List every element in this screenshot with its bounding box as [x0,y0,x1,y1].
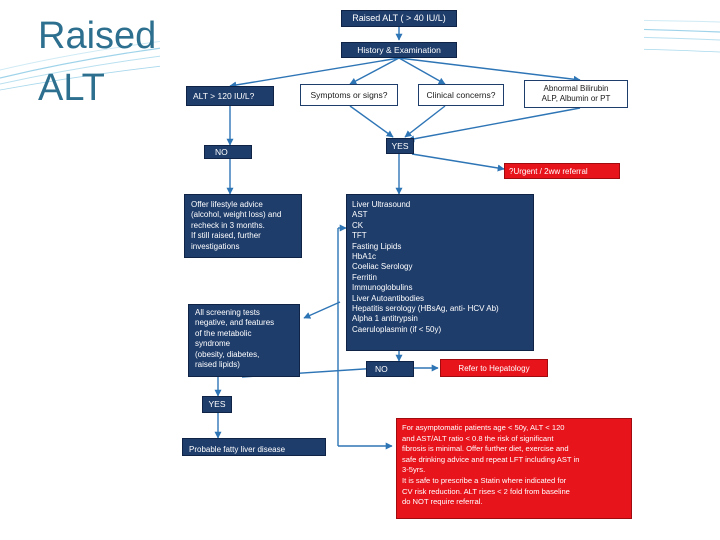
screening-line-11: Hepatitis serology (HBsAg, anti- HCV Ab) [352,304,499,314]
advice-line-4: safe drinking advice and repeat LFT incl… [402,454,580,464]
lifestyle-line-5: investigations [191,241,240,251]
screening-line-7: Coeliac Serology [352,262,413,272]
advice-line-7: CV risk reduction. ALT rises < 2 fold fr… [402,486,570,496]
advice-line-3: fibrosis is minimal. Offer further diet,… [402,444,569,454]
no-box-1: NO [204,145,252,159]
screening-line-3: CK [352,220,364,230]
symptoms-box: Symptoms or signs? [300,84,398,106]
asymptomatic-advice-box: For asymptomatic patients age < 50y, ALT… [396,418,632,519]
clinical-text: Clinical concerns? [426,90,496,100]
slide-title-line-2: ALT [38,67,105,109]
yes-box-1: YES [386,138,414,154]
screening-line-1: Liver Ultrasound [352,200,411,209]
alt-threshold-text: ALT > 120 IU/L? [193,91,255,101]
lifestyle-line-3: recheck in 3 months. [191,220,265,230]
advice-line-1: For asymptomatic patients age < 50y, ALT… [402,423,565,432]
lifestyle-line-2: (alcohol, weight loss) and [191,210,282,220]
yes-text-2: YES [208,399,226,409]
metabolic-syndrome-box: All screening tests negative, and featur… [188,304,300,377]
abnormal-lft-box: Abnormal Bilirubin ALP, Albumin or PT [524,80,628,108]
hepatology-referral-text: Refer to Hepatology [458,364,530,373]
advice-line-2: and AST/ALT ratio < 0.8 the risk of sign… [402,433,554,443]
start-text: Raised ALT ( > 40 IU/L) [352,13,446,23]
advice-line-8: do NOT require referral. [402,497,483,507]
clinical-box: Clinical concerns? [418,84,504,106]
fatty-liver-box: Probable fatty liver disease [182,438,326,456]
yes-box-2: YES [202,396,232,413]
screening-line-13: Caeruloplasmin (if < 50y) [352,324,442,334]
flowchart-connectors [214,27,581,450]
urgent-referral-text: ?Urgent / 2ww referral [509,167,588,176]
screening-line-4: TFT [352,231,367,241]
start-box: Raised ALT ( > 40 IU/L) [341,10,457,27]
no-box-2: NO [366,361,414,377]
advice-line-6: It is safe to prescribe a Statin where i… [402,475,567,485]
history-text: History & Examination [357,45,441,55]
screening-line-9: Immunoglobulins [352,283,413,293]
metabolic-line-3: of the metabolic [195,328,252,338]
screening-line-2: AST [352,210,368,220]
metabolic-line-4: syndrome [195,339,231,349]
metabolic-line-1: All screening tests [195,308,260,317]
metabolic-line-6: raised lipids) [195,360,240,370]
screening-line-6: HbA1c [352,252,377,262]
urgent-referral-box: ?Urgent / 2ww referral [504,163,620,179]
alt-threshold-box: ALT > 120 IU/L? [186,86,274,106]
lifestyle-line-1: Offer lifestyle advice [191,200,263,209]
metabolic-line-5: (obesity, diabetes, [195,349,260,359]
abnormal-lft-line-1: Abnormal Bilirubin [543,84,609,93]
hepatology-referral-box: Refer to Hepatology [440,359,548,377]
symptoms-text: Symptoms or signs? [310,90,388,100]
screening-line-5: Fasting Lipids [352,241,402,251]
screening-line-8: Ferritin [352,272,377,282]
slide-title-line-1: Raised [38,15,157,57]
screening-line-10: Liver Autoantibodies [352,293,425,303]
no-text-1: NO [215,147,228,157]
lifestyle-line-4: If still raised, further [191,231,261,241]
advice-line-5: 3-5yrs. [402,465,426,475]
fatty-liver-text: Probable fatty liver disease [189,445,286,454]
slide-title: Raised ALT [38,10,156,114]
screening-line-12: Alpha 1 antitrypsin [352,314,418,324]
lifestyle-advice-box: Offer lifestyle advice (alcohol, weight … [184,194,302,258]
history-box: History & Examination [341,42,457,58]
metabolic-line-2: negative, and features [195,318,275,328]
yes-text-1: YES [391,141,409,151]
alt-flowchart: Raised ALT ( > 40 IU/L) History & Examin… [160,6,644,522]
abnormal-lft-line-2: ALP, Albumin or PT [541,94,611,104]
screening-tests-box: Liver Ultrasound AST CK TFT Fasting Lipi… [346,194,534,351]
no-text-2: NO [375,364,388,374]
